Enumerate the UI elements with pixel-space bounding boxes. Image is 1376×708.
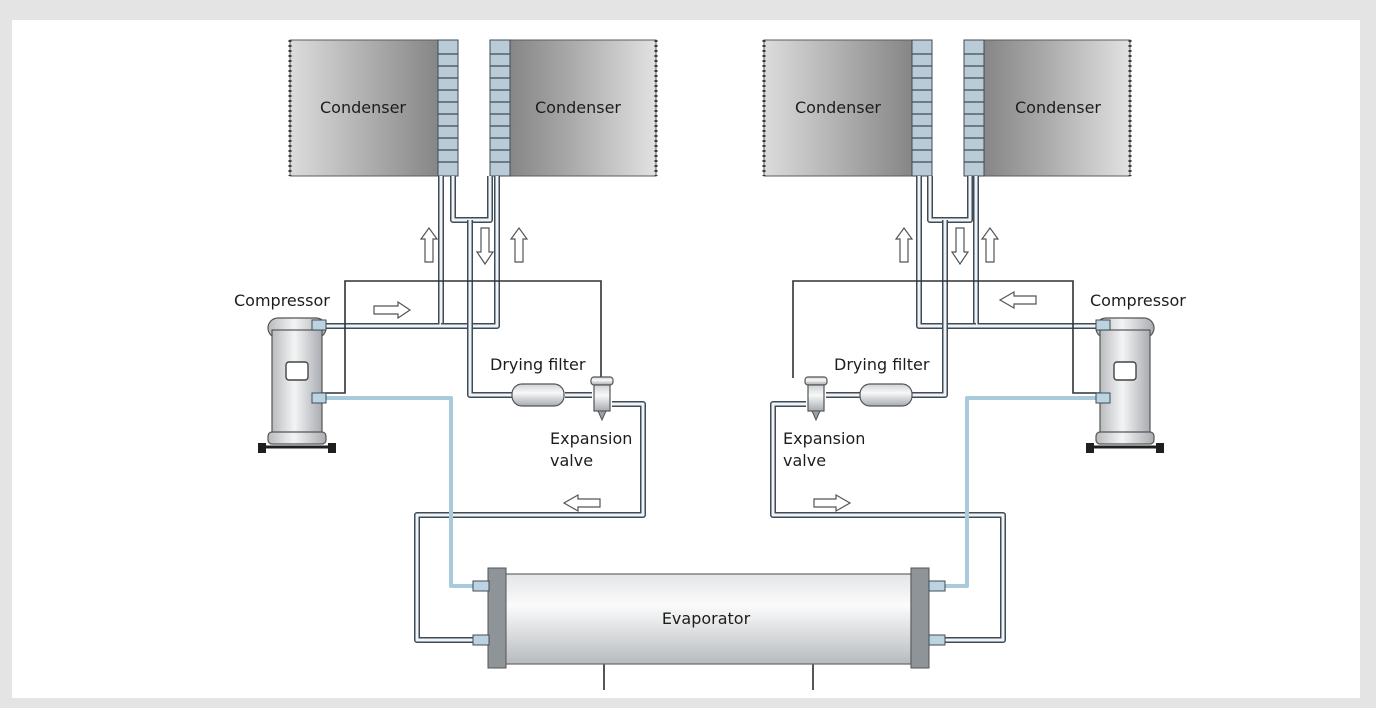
compressor-right <box>1086 317 1164 453</box>
drying-filter-right <box>859 383 913 407</box>
left-flow-arrows <box>373 226 601 513</box>
condenser-3: Condenser <box>762 39 913 177</box>
evaporator: Evaporator <box>472 567 946 690</box>
expansion-valve-right <box>804 376 828 422</box>
refrigeration-circuit-diagram: Condenser Condenser <box>234 39 1186 690</box>
expansion-valve-left-label-line1: Expansion <box>550 429 632 448</box>
right-control-wire <box>792 280 1100 394</box>
arrow-right-icon <box>373 300 412 320</box>
expansion-valve-right-label-line2: valve <box>783 451 826 470</box>
compressor-left-label: Compressor <box>234 291 330 310</box>
drying-filter-right-label: Drying filter <box>834 355 930 374</box>
arrow-right-icon <box>813 493 852 513</box>
condenser-coils-left <box>437 39 511 177</box>
drying-filter-left <box>511 383 565 407</box>
expansion-valve-left <box>590 376 614 422</box>
left-pipes <box>322 176 646 643</box>
arrow-up-icon <box>509 226 529 263</box>
arrow-up-icon <box>894 226 914 263</box>
condenser-coils-right <box>911 39 985 177</box>
arrow-up-icon <box>980 226 1000 263</box>
expansion-valve-left-label-line2: valve <box>550 451 593 470</box>
compressor-left <box>258 317 336 453</box>
compressor-right-label: Compressor <box>1090 291 1186 310</box>
arrow-down-icon <box>950 227 970 266</box>
condenser-2: Condenser <box>509 39 658 177</box>
condenser-4-label: Condenser <box>1015 98 1101 117</box>
evaporator-label: Evaporator <box>662 609 751 628</box>
right-pipes <box>770 176 1100 643</box>
left-control-wire <box>322 280 602 394</box>
arrow-left-icon <box>998 290 1037 310</box>
arrow-left-icon <box>562 493 601 513</box>
condenser-2-label: Condenser <box>535 98 621 117</box>
expansion-valve-right-label-line1: Expansion <box>783 429 865 448</box>
condenser-1: Condenser <box>288 39 439 177</box>
diagram-panel: Condenser Condenser <box>12 20 1360 698</box>
condenser-3-label: Condenser <box>795 98 881 117</box>
arrow-up-icon <box>419 226 439 263</box>
condenser-1-label: Condenser <box>320 98 406 117</box>
condenser-4: Condenser <box>983 39 1132 177</box>
arrow-down-icon <box>475 227 495 266</box>
left-refrigeration-unit: Condenser Condenser <box>234 39 658 643</box>
drying-filter-left-label: Drying filter <box>490 355 586 374</box>
right-flow-arrows <box>813 226 1037 513</box>
right-refrigeration-unit: Condenser Condenser <box>762 39 1186 643</box>
